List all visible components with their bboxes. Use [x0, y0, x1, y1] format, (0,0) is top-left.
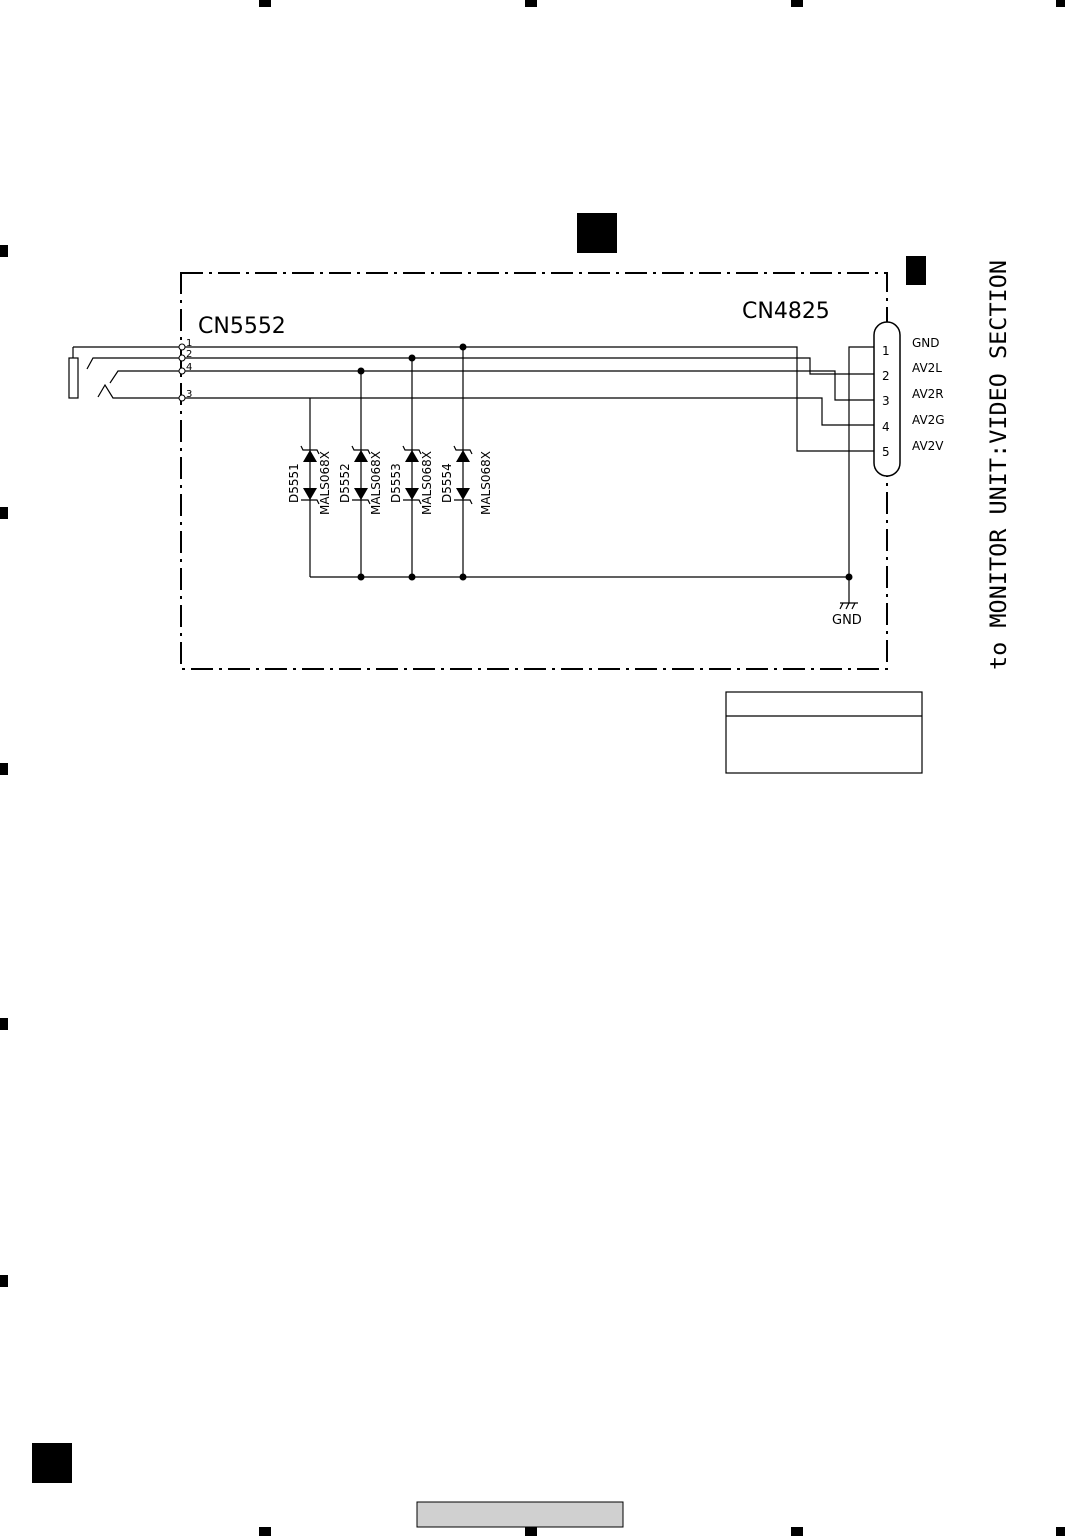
- signal-wires: [185, 346, 876, 603]
- d5553-ref: D5553: [389, 463, 403, 503]
- cn4825-pin-4: 4: [882, 420, 890, 434]
- d5552-ref: D5552: [338, 463, 352, 503]
- ground-symbol: GND: [832, 602, 862, 628]
- diode-branches: [309, 347, 464, 577]
- diode-d5553: D5553 MALS068X: [389, 445, 434, 515]
- d5552-part: MALS068X: [369, 451, 383, 515]
- cn4825-connector: CN4825 1 2 3 4 5 GND AV2L AV2R AV2G AV2V: [742, 299, 945, 477]
- diode-d5551: D5551 MALS068X: [287, 445, 332, 515]
- d5551-ref: D5551: [287, 463, 301, 503]
- d5554-part: MALS068X: [479, 451, 493, 515]
- cn4825-pin-1: 1: [882, 344, 890, 358]
- cn4825-pin-5: 5: [882, 445, 890, 459]
- signal-av2g: AV2G: [912, 413, 945, 427]
- cn5552-pin-1: 1: [186, 338, 192, 349]
- d5551-part: MALS068X: [318, 451, 332, 515]
- signal-av2r: AV2R: [912, 387, 944, 401]
- connector-marker-block: [906, 256, 926, 285]
- signal-av2l: AV2L: [912, 361, 942, 375]
- cn4825-label: CN4825: [742, 299, 830, 324]
- cn4825-pin-3: 3: [882, 394, 890, 408]
- diode-d5552: D5552 MALS068X: [338, 445, 383, 515]
- cn4825-pin-2: 2: [882, 369, 890, 383]
- ground-label: GND: [832, 613, 862, 628]
- note-table: [725, 691, 923, 774]
- destination-label: to MONITOR UNIT:VIDEO SECTION: [987, 260, 1012, 670]
- signal-av2v: AV2V: [912, 439, 944, 453]
- page-marker-block: [32, 1443, 72, 1483]
- d5553-part: MALS068X: [420, 451, 434, 515]
- cn5552-pin-4: 4: [186, 362, 192, 373]
- jack-symbol: [68, 346, 179, 399]
- cn5552-pin-2: 2: [186, 349, 192, 360]
- cn5552-label: CN5552: [198, 314, 286, 339]
- cn5552-pin-3: 3: [186, 389, 192, 400]
- signal-gnd: GND: [912, 336, 940, 350]
- junction-dots: [357, 343, 853, 581]
- footer-bar: [416, 1501, 624, 1528]
- section-marker-block: [577, 213, 617, 253]
- diode-d5554: D5554 MALS068X: [440, 445, 493, 515]
- d5554-ref: D5554: [440, 463, 454, 503]
